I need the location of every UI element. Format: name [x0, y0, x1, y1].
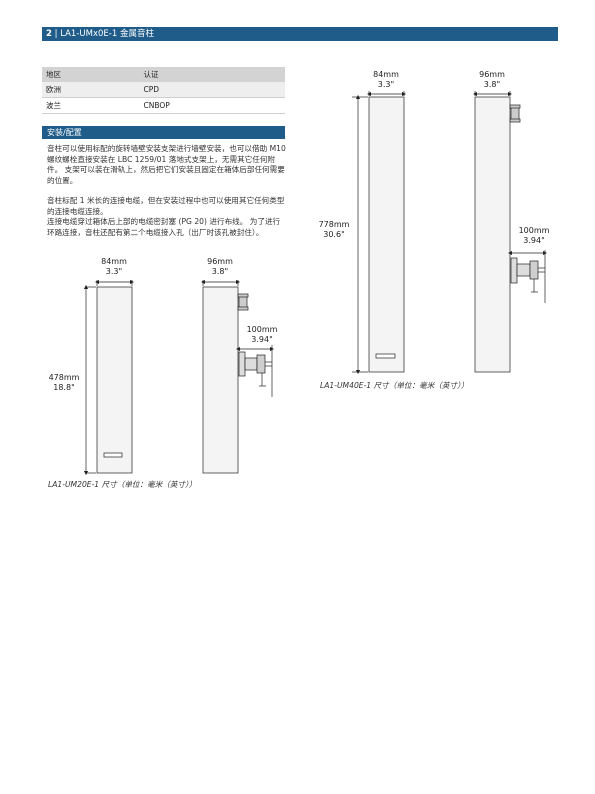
column-header-region: 地区	[42, 67, 140, 82]
section-heading-install: 安装/配置	[42, 126, 285, 139]
um20-height-mm: 478mm	[48, 373, 80, 382]
page-number: 2	[46, 29, 52, 39]
um20-width-mm: 84mm	[101, 257, 127, 266]
um20-bracket-label: 100mm 3.94"	[240, 325, 284, 345]
um20-depth-in: 3.8"	[211, 267, 229, 276]
um40-height-label: 778mm 30.6"	[316, 220, 352, 240]
um40-depth-in: 3.8"	[483, 80, 501, 89]
um20-bracket-mm: 100mm	[246, 325, 278, 334]
um40-front-view	[352, 91, 407, 375]
table-cell: CPD	[139, 82, 285, 98]
um40-height-mm: 778mm	[318, 220, 350, 229]
table-row: 欧洲 CPD	[42, 82, 285, 98]
um20-height-in: 18.8"	[53, 383, 75, 392]
um20-figure-caption: LA1-UM20E-1 尺寸（单位：毫米（英寸））	[48, 480, 197, 489]
install-paragraph-2: 音柱标配 1 米长的连接电缆，但在安装过程中也可以使用其它任何类型的连接电缆连接…	[47, 196, 285, 216]
um20-height-label: 478mm 18.8"	[46, 373, 82, 393]
um40-figure-caption: LA1-UM40E-1 尺寸（单位：毫米（英寸））	[320, 381, 469, 390]
um20-width-in: 3.3"	[105, 267, 123, 276]
um40-bracket-in: 3.94"	[523, 236, 545, 245]
um40-width-in: 3.3"	[377, 80, 395, 89]
um20-front-view	[83, 279, 135, 476]
um40-width-label: 84mm 3.3"	[368, 70, 404, 90]
install-paragraph-1: 音柱可以使用标配的旋转墙壁安装支架进行墙壁安装，也可以借助 M10 螺纹螺栓直接…	[47, 144, 286, 185]
um20-depth-label: 96mm 3.8"	[202, 257, 238, 277]
um20-width-label: 84mm 3.3"	[96, 257, 132, 277]
table-cell: 波兰	[42, 97, 140, 114]
um20-depth-mm: 96mm	[207, 257, 233, 266]
column-header-certification: 认证	[139, 67, 285, 82]
um40-width-mm: 84mm	[373, 70, 399, 79]
table-cell: 欧洲	[42, 82, 140, 98]
um40-side-view	[472, 91, 548, 373]
um40-depth-label: 96mm 3.8"	[474, 70, 510, 90]
page-header: 2 | LA1-UMx0E-1 金属音柱	[42, 27, 558, 41]
um40-bracket-label: 100mm 3.94"	[512, 226, 556, 246]
document-title: | LA1-UMx0E-1 金属音柱	[54, 29, 154, 39]
um40-bracket-mm: 100mm	[518, 226, 550, 235]
install-paragraph-3: 连接电缆穿过箱体后上部的电缆密封塞 (PG 20) 进行布线。 为了进行环路连接…	[47, 217, 281, 237]
um40-depth-mm: 96mm	[479, 70, 505, 79]
um20-bracket-in: 3.94"	[251, 335, 273, 344]
table-row: 波兰 CNBOP	[42, 97, 285, 114]
um40-height-in: 30.6"	[323, 230, 345, 239]
table-header-row: 地区 认证	[42, 67, 285, 82]
table-cell: CNBOP	[139, 97, 285, 114]
certification-table: 地区 认证 欧洲 CPD 波兰 CNBOP	[42, 67, 285, 114]
um20-side-view	[200, 279, 275, 474]
